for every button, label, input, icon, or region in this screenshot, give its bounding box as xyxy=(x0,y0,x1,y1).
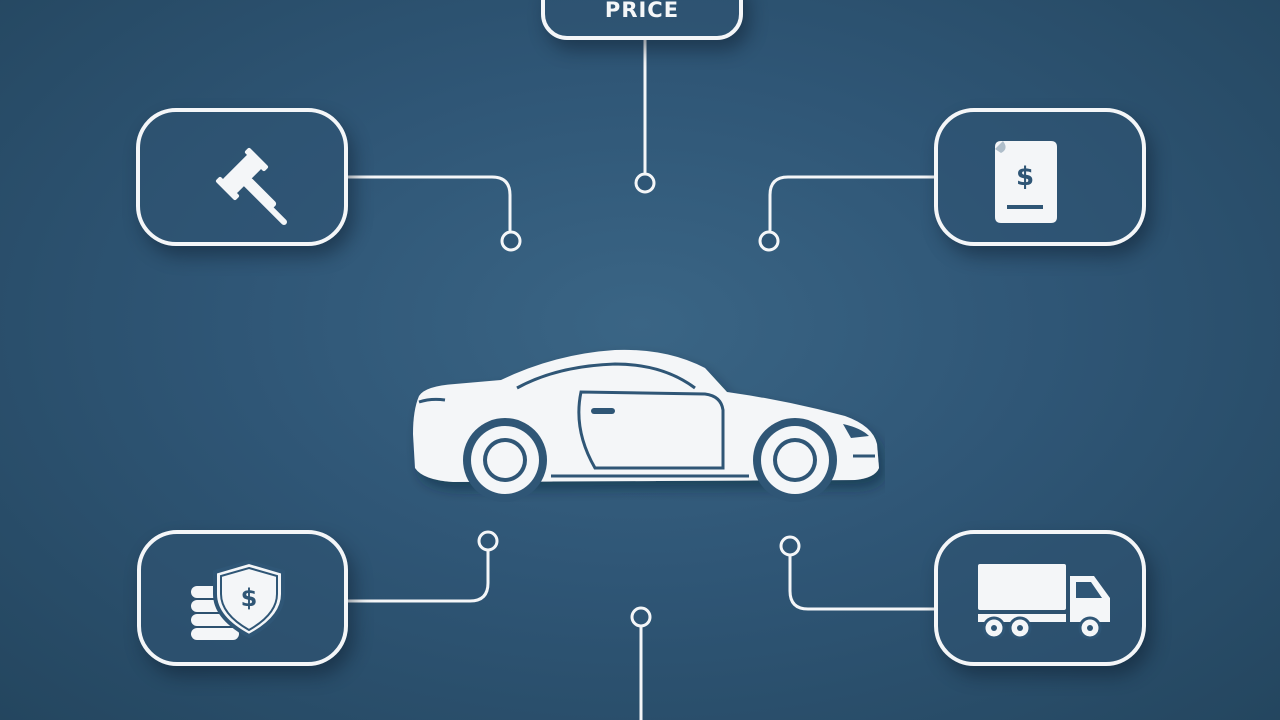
connector-dot-top-right xyxy=(758,230,780,252)
auction-node xyxy=(136,108,348,246)
shipping-node xyxy=(934,530,1146,666)
svg-text:$: $ xyxy=(241,584,258,612)
svg-text:$: $ xyxy=(1016,162,1034,192)
insurance-node: $ xyxy=(137,530,348,666)
connector-dot-price xyxy=(634,172,656,194)
delivery-truck-icon xyxy=(978,564,1110,640)
invoice-dollar-icon: $ xyxy=(995,141,1057,223)
connector-top-left xyxy=(346,175,512,232)
connector-top-right xyxy=(768,175,938,232)
connector-dot-bottom-right xyxy=(779,535,801,557)
gavel-icon xyxy=(215,147,287,225)
connector-bottom-left xyxy=(346,549,490,603)
connector-dot-bottom-left xyxy=(477,530,499,552)
connector-bottom-right xyxy=(788,554,938,611)
connector-dot-bottom xyxy=(630,606,652,628)
connector-dot-top-left xyxy=(500,230,522,252)
sports-car-icon xyxy=(413,349,879,502)
price-node: PRICE xyxy=(541,0,743,40)
price-label: PRICE xyxy=(604,0,680,22)
invoice-node: $ xyxy=(934,108,1146,246)
coins-shield-dollar-icon: $ xyxy=(191,559,285,640)
